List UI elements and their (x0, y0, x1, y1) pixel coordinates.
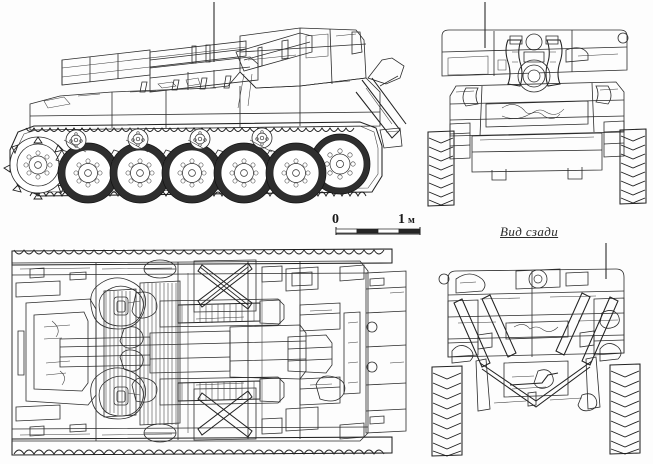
crew-station (90, 277, 158, 330)
side-view (3, 2, 407, 204)
plan-view-crew-stations (90, 277, 158, 420)
front-view-hull (449, 81, 625, 137)
side-view-hull-deck (29, 71, 381, 131)
rear-view-caption: Вид сзади (500, 224, 559, 239)
rear-view-sponsons (447, 297, 625, 364)
side-view-superstructure (239, 27, 367, 89)
plan-view-hatch-panel (105, 291, 115, 413)
plan-view (11, 248, 407, 456)
front-view-fender-boxes (449, 120, 625, 160)
side-view-rear-spade (355, 57, 407, 149)
plan-view-track-bottom (11, 436, 393, 456)
side-view-gun-barrel (61, 40, 247, 86)
scale-unit-label: м (408, 215, 415, 226)
plan-view-rear-deck (339, 264, 407, 440)
road-wheel (265, 142, 327, 204)
scale-bar-ruler (335, 227, 421, 235)
front-view-track-left (427, 130, 455, 207)
side-view-drive-sprocket (3, 136, 73, 200)
plan-view-fittings (69, 259, 319, 443)
side-view-return-rollers (65, 127, 273, 151)
front-view-shield (441, 29, 629, 77)
plan-view-gun-recoil (59, 280, 307, 426)
scale-bar: 0 1 м (332, 212, 421, 235)
road-wheel (161, 142, 223, 204)
rear-view-track-right (609, 363, 641, 455)
side-view-road-wheels (57, 142, 327, 204)
plan-view-x-brace-bottom (193, 387, 257, 441)
plan-view-front-plates (15, 267, 97, 437)
scale-one-label: 1 (398, 212, 405, 227)
side-view-recoil-cradle (149, 32, 313, 93)
front-view-track-right (619, 128, 647, 205)
side-view-suspension-arms (55, 139, 277, 163)
plan-view-hull-outline (11, 260, 369, 442)
rear-view-track-left (431, 365, 463, 457)
road-wheel (57, 142, 119, 204)
side-view-gun-supports (139, 73, 253, 109)
scale-zero-label: 0 (332, 212, 339, 227)
return-roller (189, 128, 211, 150)
plan-view-breech (287, 302, 361, 406)
front-view-lower-hull (471, 132, 603, 181)
rear-view (431, 243, 641, 457)
plan-view-track-top (11, 248, 393, 266)
crew-station (90, 367, 158, 420)
road-wheel (109, 142, 171, 204)
rear-view-bracing (453, 292, 619, 412)
front-view (427, 2, 647, 207)
return-roller (251, 127, 273, 149)
return-roller (127, 128, 149, 150)
return-roller (65, 129, 87, 151)
rear-view-hull (438, 268, 625, 358)
front-view-gun-assembly (497, 33, 589, 93)
